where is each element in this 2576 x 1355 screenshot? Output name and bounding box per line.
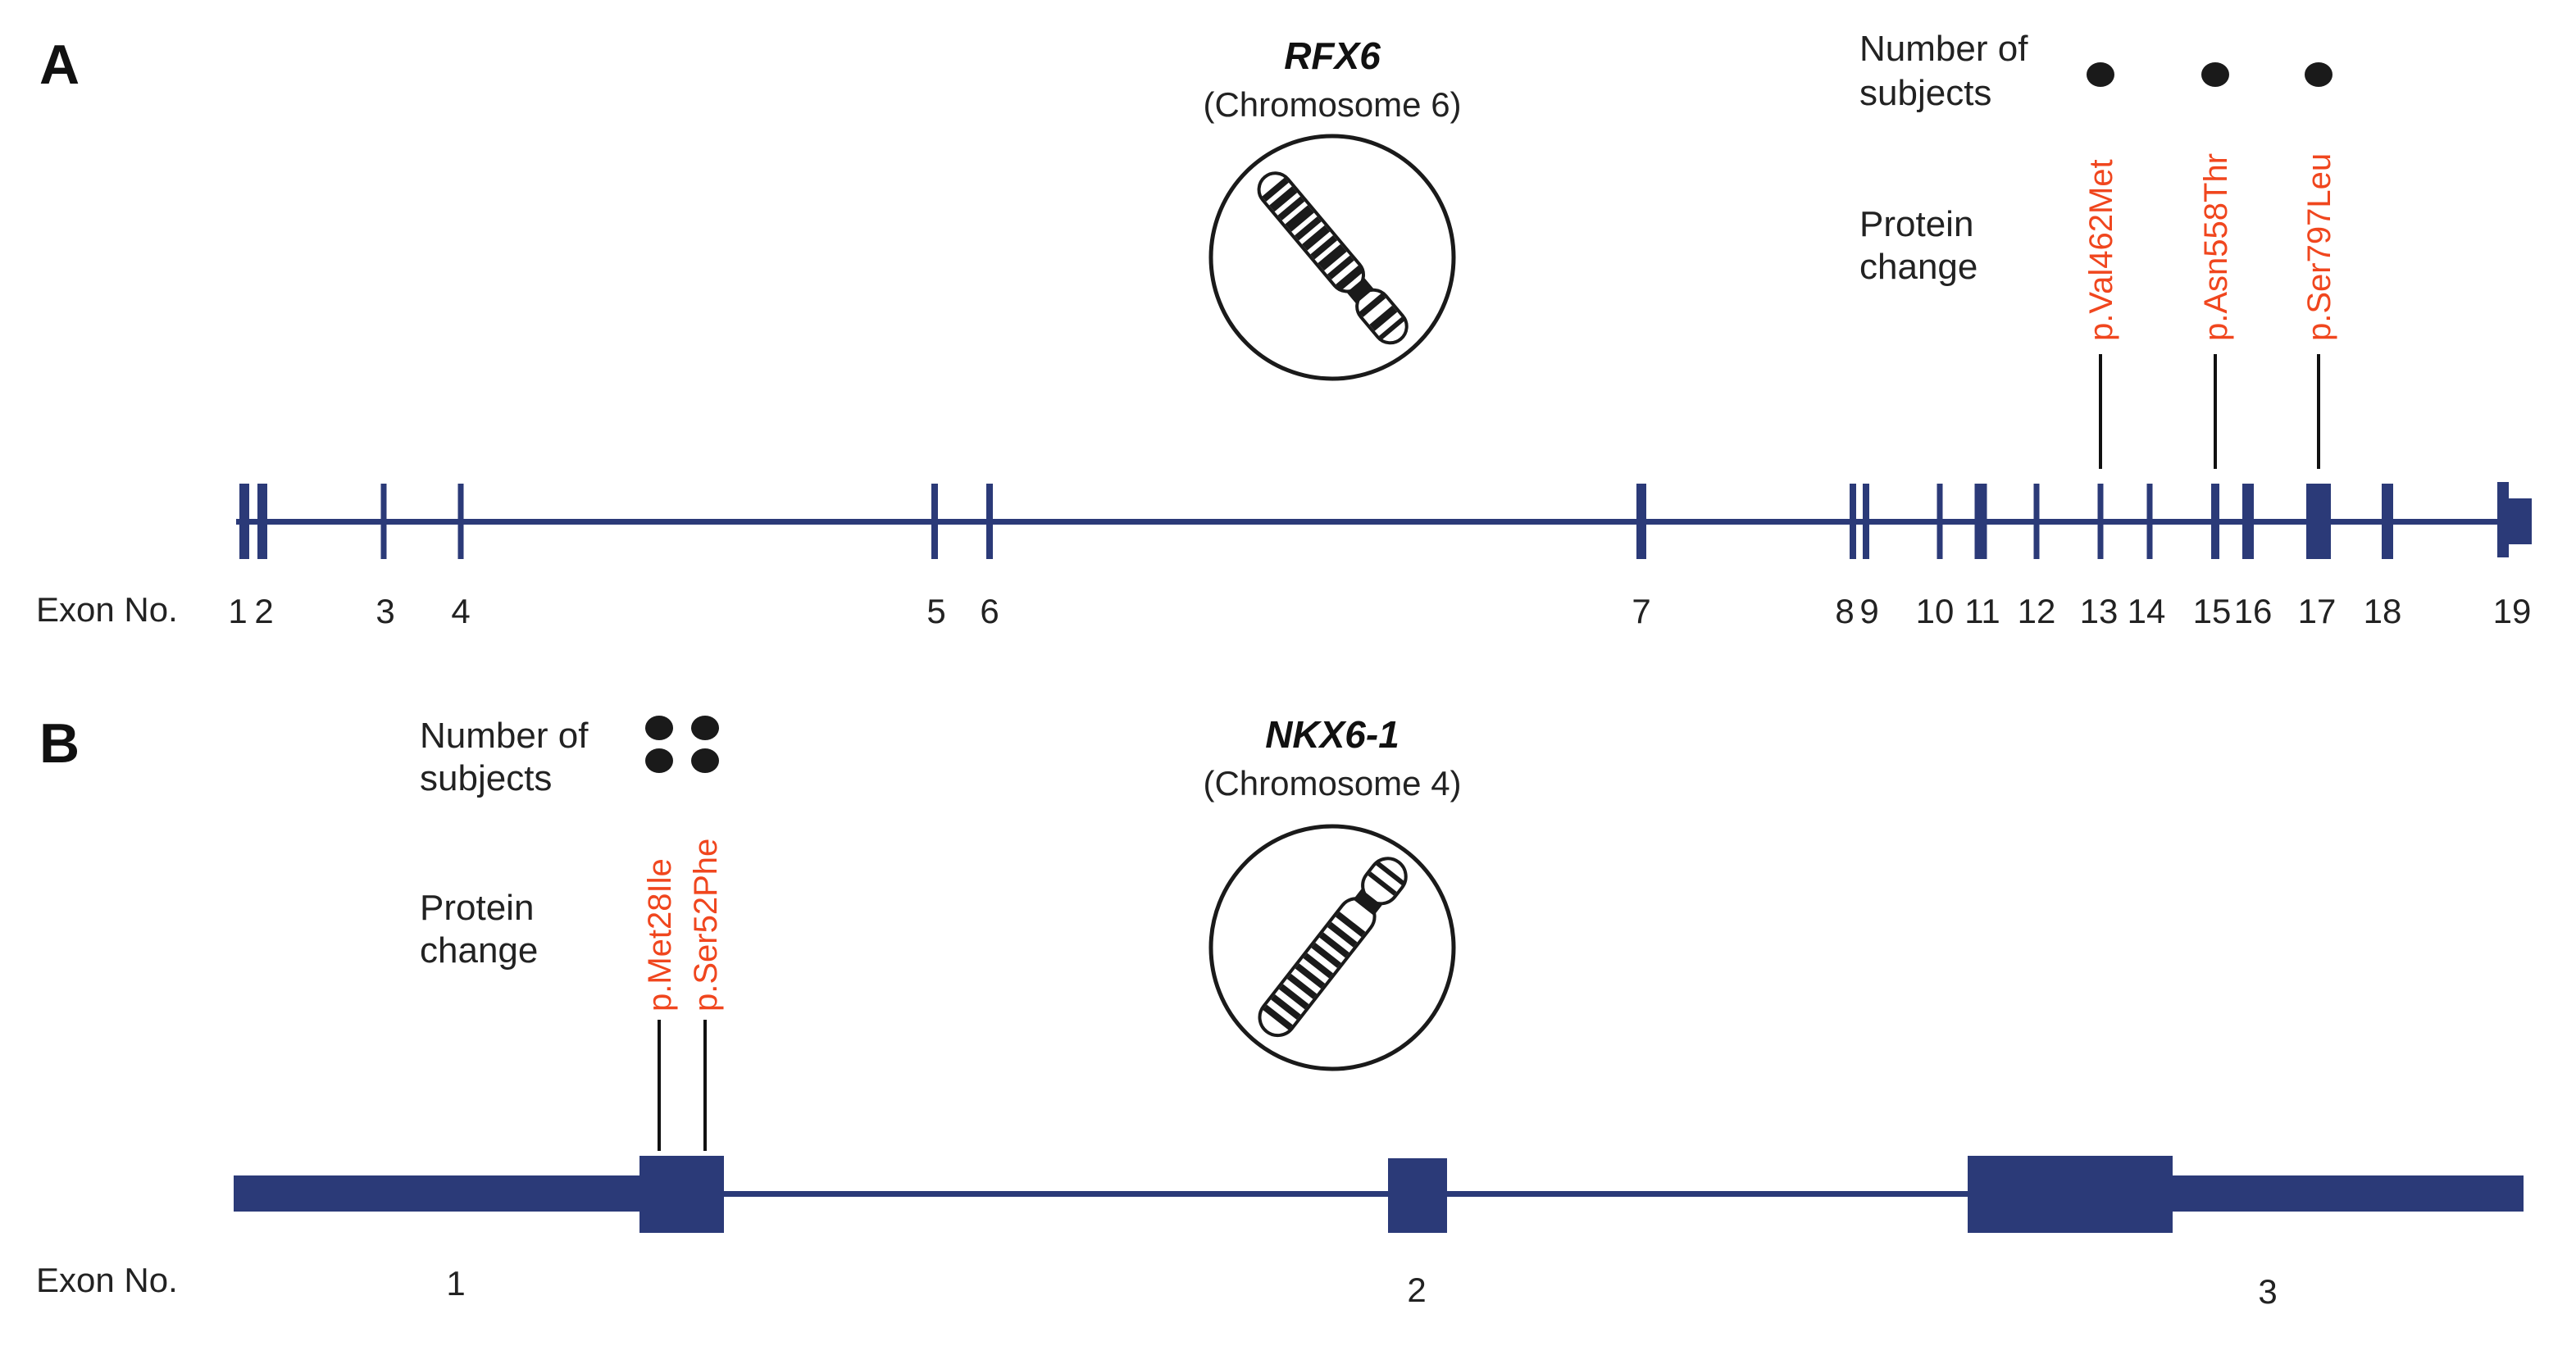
panel-b-exon-label: Exon No. bbox=[36, 1261, 178, 1299]
rfx6-exon-2 bbox=[257, 484, 267, 559]
rfx6-exon-number: 12 bbox=[2018, 592, 2056, 630]
panel-b-protein-label-line1: Protein bbox=[420, 888, 534, 928]
panel-b-exon-2 bbox=[1388, 1158, 1447, 1233]
panel-b-chromosome-label: (Chromosome 4) bbox=[1203, 764, 1461, 803]
panel-a-subjects-label-line1: Number of bbox=[1859, 29, 2028, 69]
panel-b-label: B bbox=[39, 712, 80, 775]
panel-a-intron-line bbox=[236, 519, 2504, 525]
subject-dot bbox=[691, 716, 719, 740]
variant-protein-change-label: p.Ser797Leu bbox=[2301, 153, 2337, 341]
rfx6-exon-number: 5 bbox=[926, 592, 945, 630]
panel-b-intron-1 bbox=[724, 1191, 1388, 1197]
rfx6-exon-number: 8 bbox=[1835, 592, 1854, 630]
rfx6-exon-number: 7 bbox=[1632, 592, 1650, 630]
panel-b-intron-2 bbox=[1447, 1191, 1968, 1197]
rfx6-exon-18 bbox=[2382, 484, 2393, 559]
rfx6-exon-number: 2 bbox=[254, 592, 273, 630]
rfx6-exon-number: 1 bbox=[228, 592, 247, 630]
subject-dot bbox=[2201, 62, 2229, 87]
panel-b-exon-1-coding bbox=[639, 1156, 724, 1233]
panel-a-exons bbox=[239, 482, 2532, 559]
panel-a-chromosome-label: (Chromosome 6) bbox=[1203, 85, 1461, 124]
rfx6-exon-8 bbox=[1850, 484, 1856, 559]
chromosome-6-icon bbox=[1208, 134, 1456, 381]
rfx6-exon-11 bbox=[1974, 484, 1987, 559]
panel-a-exon-label: Exon No. bbox=[36, 590, 178, 629]
rfx6-exon-7 bbox=[1636, 484, 1646, 559]
rfx6-exon-12 bbox=[2033, 484, 2040, 559]
chromosome-4-icon bbox=[1208, 824, 1456, 1071]
rfx6-exon-number: 4 bbox=[451, 592, 470, 630]
rfx6-exon-number: 9 bbox=[1859, 592, 1878, 630]
subject-dot bbox=[2305, 62, 2333, 87]
rfx6-exon-9 bbox=[1863, 484, 1869, 559]
rfx6-exon-number: 11 bbox=[1964, 592, 2000, 630]
panel-b-exon-numbers: 1 2 3 bbox=[446, 1264, 2277, 1311]
rfx6-exon-3 bbox=[380, 484, 387, 559]
rfx6-exon-10 bbox=[1937, 484, 1943, 559]
panel-b-protein-label-line2: change bbox=[420, 930, 538, 971]
rfx6-exon-number: 15 bbox=[2193, 592, 2232, 630]
nkx6-1-exon-number: 2 bbox=[1407, 1271, 1426, 1309]
rfx6-exon-14 bbox=[2146, 484, 2153, 559]
panel-b-gene-name: NKX6-1 bbox=[1265, 713, 1400, 756]
panel-b-exon-3-coding bbox=[1968, 1156, 2173, 1233]
subject-dot bbox=[2087, 62, 2114, 87]
rfx6-exon-number: 13 bbox=[2080, 592, 2119, 630]
rfx6-exon-number: 3 bbox=[375, 592, 394, 630]
panel-b-gene-structure bbox=[234, 1156, 2524, 1233]
rfx6-exon-6 bbox=[986, 484, 993, 559]
panel-b-variants: p.Met28Ile p.Ser52Phe bbox=[642, 716, 724, 1151]
rfx6-exon-15 bbox=[2211, 484, 2219, 559]
panel-b-subjects-label-line1: Number of bbox=[420, 716, 589, 756]
variant-protein-change-label: p.Met28Ile bbox=[642, 858, 678, 1012]
panel-b-subjects-label-line2: subjects bbox=[420, 758, 552, 798]
panel-a-subjects-label-line2: subjects bbox=[1859, 73, 1991, 113]
subject-dot bbox=[691, 748, 719, 773]
panel-a: A RFX6 (Chromosome 6) bbox=[36, 29, 2532, 630]
panel-a-variants: p.Val462Met p.Asn558Thr p.Ser797Leu bbox=[2083, 62, 2337, 469]
panel-b-utr-3prime bbox=[2173, 1175, 2524, 1212]
nkx6-1-exon-number: 1 bbox=[446, 1264, 465, 1303]
variant-protein-change-label: p.Ser52Phe bbox=[688, 839, 724, 1012]
panel-b: B NKX6-1 (Chromosome 4) bbox=[36, 712, 2524, 1311]
rfx6-exon-number: 10 bbox=[1916, 592, 1955, 630]
rfx6-exon-13 bbox=[2097, 484, 2104, 559]
rfx6-exon-number: 6 bbox=[980, 592, 999, 630]
panel-a-gene-name: RFX6 bbox=[1284, 34, 1381, 77]
subject-dot bbox=[645, 748, 673, 773]
rfx6-exon-number: 18 bbox=[2364, 592, 2402, 630]
variant-protein-change-label: p.Val462Met bbox=[2083, 159, 2119, 341]
rfx6-exon-5 bbox=[931, 484, 938, 559]
panel-a-protein-label-line1: Protein bbox=[1859, 204, 1973, 244]
panel-b-utr-5prime bbox=[234, 1175, 644, 1212]
rfx6-exon-4 bbox=[457, 484, 464, 559]
rfx6-exon-16 bbox=[2242, 484, 2254, 559]
rfx6-exon-17 bbox=[2306, 484, 2331, 559]
rfx6-exon-number: 14 bbox=[2128, 592, 2166, 630]
rfx6-exon-19-utr bbox=[2509, 498, 2532, 544]
rfx6-exon-19 bbox=[2497, 482, 2509, 557]
nkx6-1-exon-number: 3 bbox=[2258, 1272, 2277, 1311]
panel-a-protein-label-line2: change bbox=[1859, 247, 1978, 287]
rfx6-exon-number: 16 bbox=[2234, 592, 2273, 630]
variant-protein-change-label: p.Asn558Thr bbox=[2198, 153, 2234, 341]
subject-dot bbox=[645, 716, 673, 740]
panel-a-label: A bbox=[39, 34, 80, 96]
rfx6-exon-number: 19 bbox=[2493, 592, 2532, 630]
rfx6-exon-1 bbox=[239, 484, 249, 559]
rfx6-exon-number: 17 bbox=[2298, 592, 2337, 630]
